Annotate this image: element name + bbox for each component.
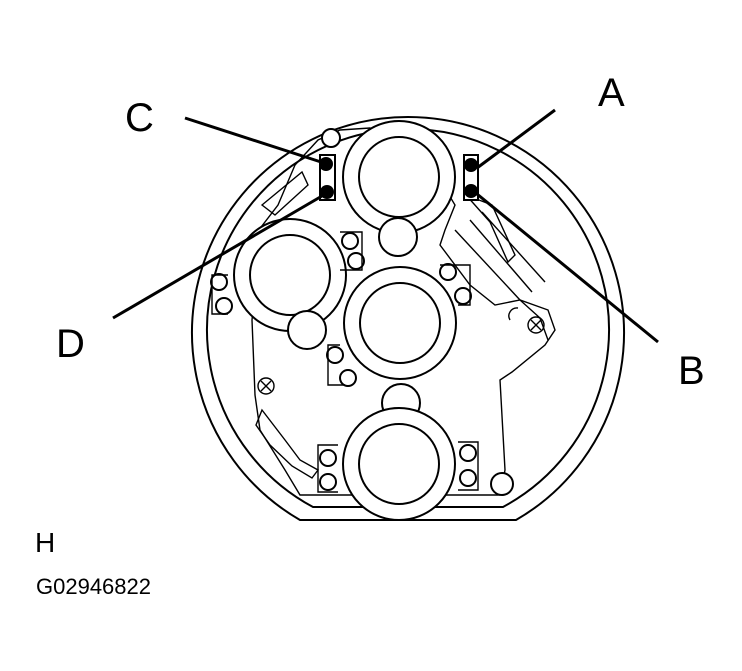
callout-label-a: A (598, 71, 625, 115)
screw-right (527, 316, 545, 334)
terminal-bottom (317, 383, 514, 521)
callout-label-c: C (125, 96, 154, 140)
terminal-pin-b (464, 184, 478, 198)
terminal-pin-a (464, 158, 478, 172)
view-label: H (35, 527, 55, 558)
callout-label-b: B (678, 349, 705, 393)
terminal-center (326, 263, 472, 387)
screw-left (257, 377, 275, 395)
callout-label-d: D (56, 322, 85, 366)
terminal-pin-d (320, 185, 334, 199)
leader-line-a (476, 108, 556, 170)
terminal-left (210, 218, 365, 350)
mounting-plate (244, 127, 556, 496)
leader-line-c (184, 116, 322, 164)
figure-code: G02946822 (36, 574, 151, 599)
leader-line-d (112, 194, 323, 320)
leader-line-b (476, 192, 659, 344)
terminal-pin-c (319, 157, 333, 171)
